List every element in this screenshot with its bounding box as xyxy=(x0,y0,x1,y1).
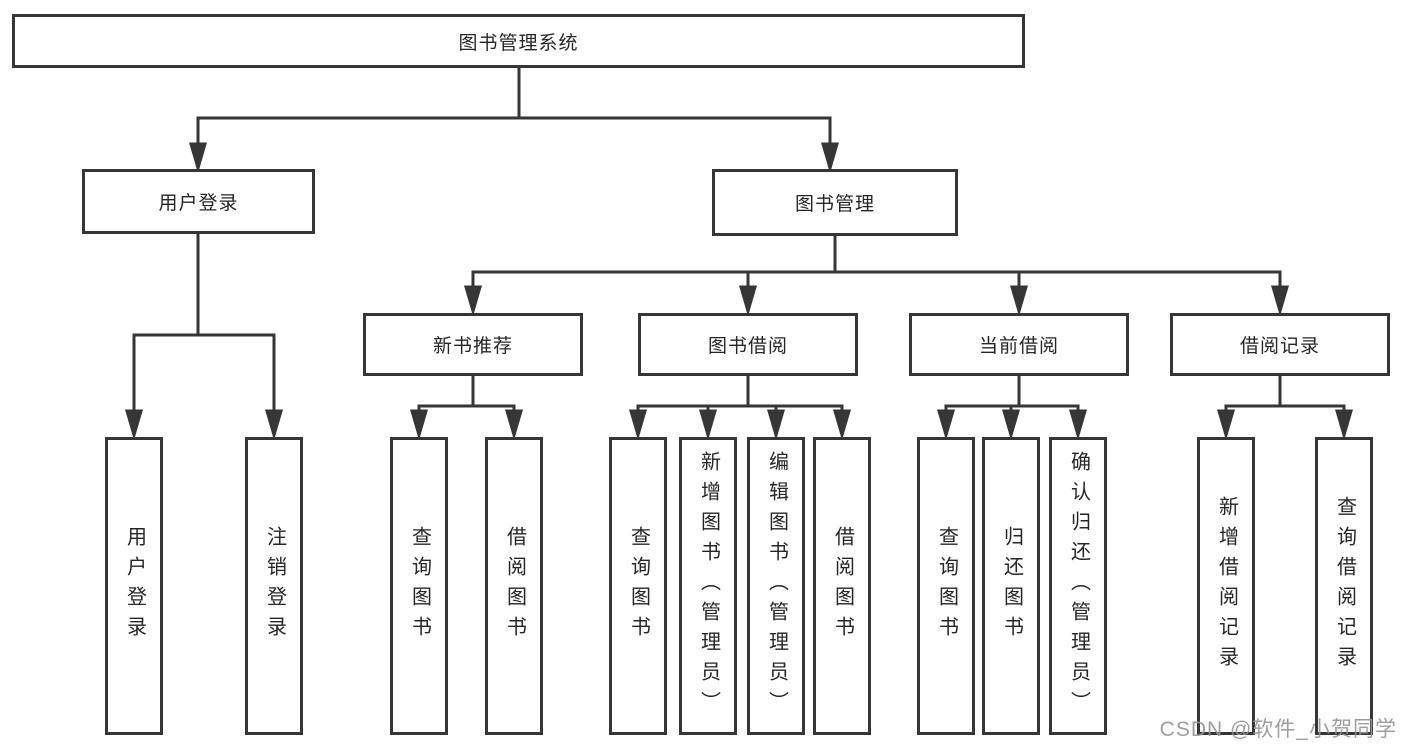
leaf-logout: 注销登录 xyxy=(245,437,303,735)
arrowhead xyxy=(767,409,785,441)
leaf-label: 查询图书 xyxy=(935,526,958,646)
node-current-borrow: 当前借阅 xyxy=(909,313,1129,376)
leaf-query-borrow-record: 查询借阅记录 xyxy=(1315,437,1373,735)
leaf-label: 借阅图书 xyxy=(503,526,526,646)
arrowhead xyxy=(1002,409,1020,441)
arrowhead xyxy=(1069,409,1087,441)
node-label: 当前借阅 xyxy=(978,336,1059,357)
leaf-label: 借阅图书 xyxy=(831,526,854,646)
arrowhead xyxy=(699,409,717,441)
arrowhead xyxy=(505,409,523,441)
arrowhead xyxy=(937,409,955,441)
leaf-confirm-return-admin: 确认归还（管理员） xyxy=(1049,437,1107,735)
node-label: 图书借阅 xyxy=(707,336,788,357)
arrowhead xyxy=(1335,409,1353,441)
leaf-label: 查询图书 xyxy=(408,526,431,646)
watermark: CSDN @软件_小贺同学 xyxy=(1159,718,1397,741)
arrowhead xyxy=(410,409,428,441)
leaf-label: 注销登录 xyxy=(263,526,286,646)
node-label: 图书管理系统 xyxy=(458,32,579,54)
leaf-label: 查询图书 xyxy=(627,526,650,646)
arrowhead xyxy=(1271,285,1289,317)
leaf-label: 编辑图书（管理员） xyxy=(765,451,788,721)
leaf-query-books-1: 查询图书 xyxy=(390,437,448,735)
leaf-label: 确认归还（管理员） xyxy=(1067,451,1090,721)
arrowhead xyxy=(464,285,482,317)
node-book-management: 图书管理 xyxy=(712,169,958,236)
leaf-label: 归还图书 xyxy=(1000,526,1023,646)
leaf-label: 新增借阅记录 xyxy=(1215,496,1238,676)
arrowhead xyxy=(1217,409,1235,441)
arrowhead xyxy=(125,409,143,441)
arrowhead xyxy=(265,409,283,441)
leaf-query-books-3: 查询图书 xyxy=(917,437,975,735)
node-book-borrow: 图书借阅 xyxy=(638,313,858,376)
node-label: 借阅记录 xyxy=(1239,336,1320,357)
leaf-add-borrow-record: 新增借阅记录 xyxy=(1197,437,1255,735)
leaf-label: 新增图书（管理员） xyxy=(697,451,720,721)
leaf-user-login: 用户登录 xyxy=(105,437,163,735)
node-root: 图书管理系统 xyxy=(12,14,1025,68)
node-new-book-recommend: 新书推荐 xyxy=(363,313,583,376)
node-borrow-record: 借阅记录 xyxy=(1170,313,1390,376)
leaf-borrow-books-2: 借阅图书 xyxy=(813,437,871,735)
arrowhead xyxy=(821,142,839,174)
arrowhead xyxy=(833,409,851,441)
node-user-login: 用户登录 xyxy=(82,169,315,234)
node-label: 新书推荐 xyxy=(432,336,513,357)
leaf-edit-books-admin: 编辑图书（管理员） xyxy=(747,437,805,735)
arrowhead xyxy=(189,142,207,174)
leaf-label: 查询借阅记录 xyxy=(1333,496,1356,676)
leaf-add-books-admin: 新增图书（管理员） xyxy=(679,437,737,735)
leaf-query-books-2: 查询图书 xyxy=(609,437,667,735)
arrowhead xyxy=(739,285,757,317)
leaf-return-books: 归还图书 xyxy=(982,437,1040,735)
arrowhead xyxy=(629,409,647,441)
leaf-label: 用户登录 xyxy=(123,526,146,646)
node-label: 用户登录 xyxy=(158,193,239,214)
node-label: 图书管理 xyxy=(794,194,875,215)
leaf-borrow-books-1: 借阅图书 xyxy=(485,437,543,735)
arrowhead xyxy=(1010,285,1028,317)
